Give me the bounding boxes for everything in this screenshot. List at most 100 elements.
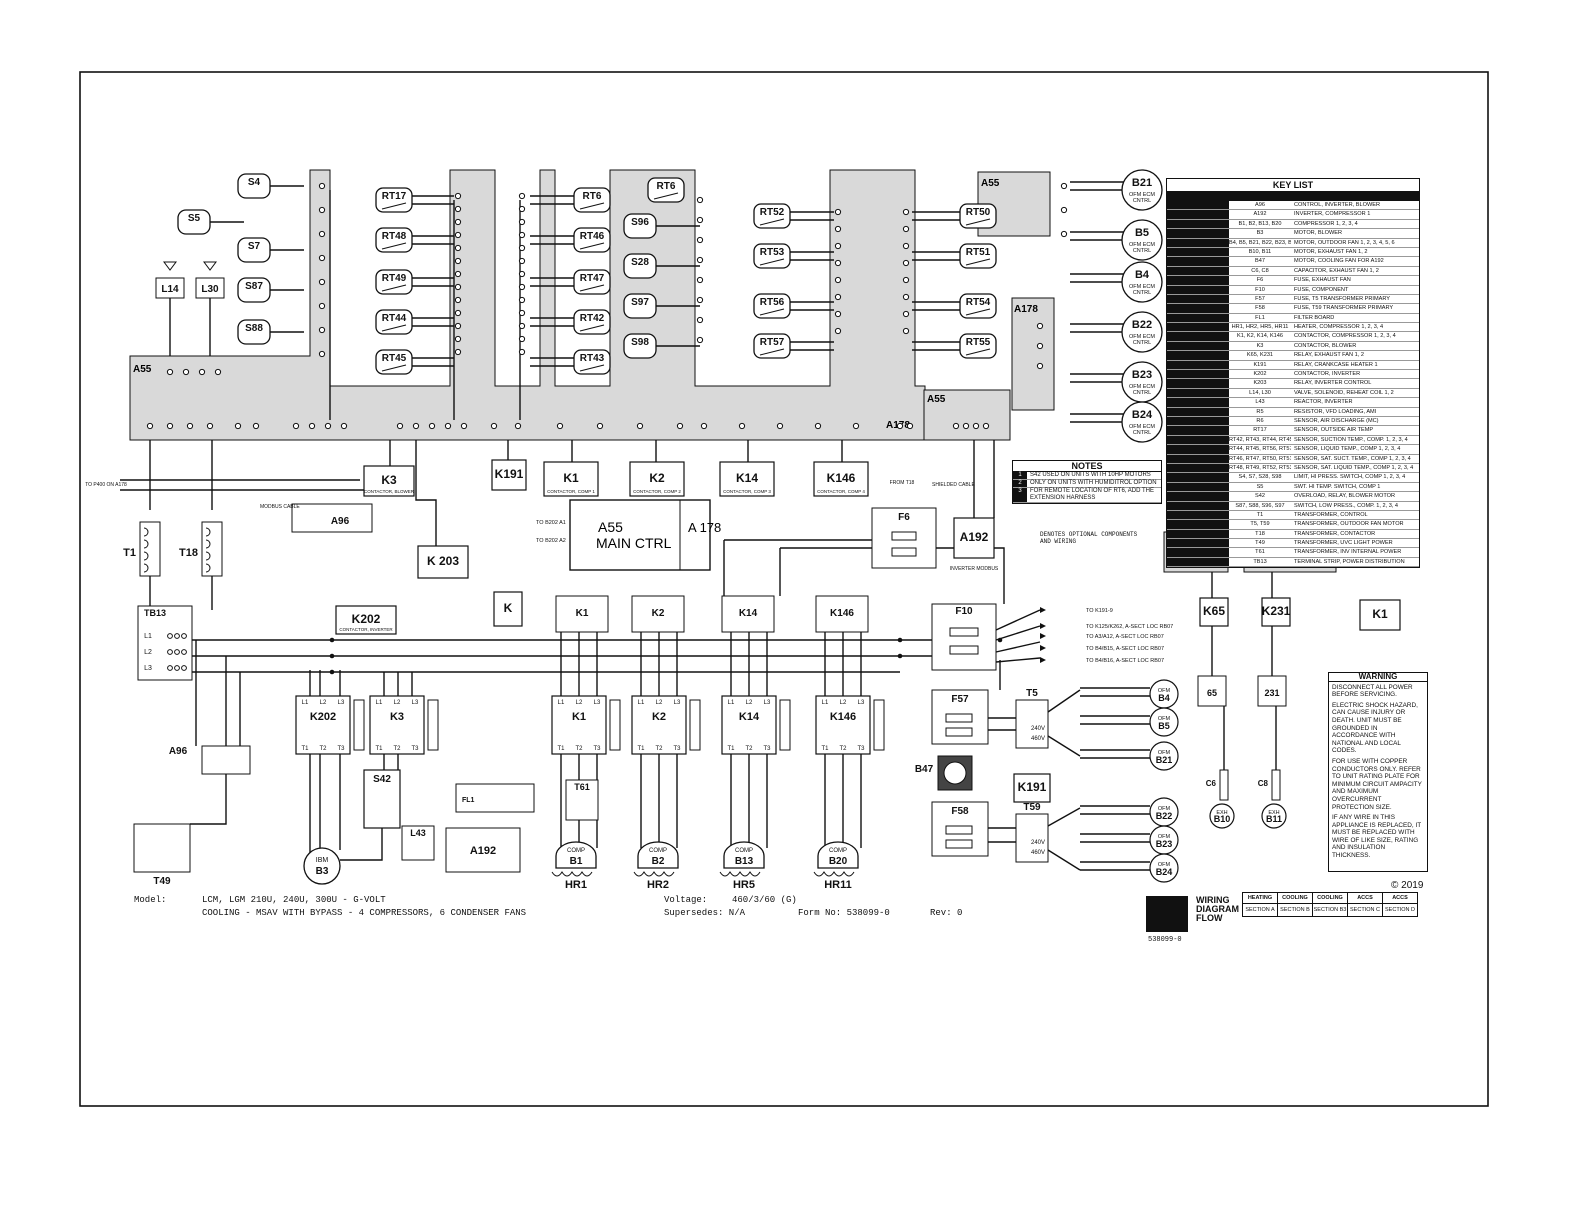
flow-title: WIRING DIAGRAM FLOW [1196, 895, 1239, 923]
switch-label: S87 [245, 281, 263, 292]
arrow-icon [1040, 623, 1046, 629]
key-list-desc: COMPRESSOR 1, 2, 3, 4 [1294, 220, 1358, 227]
flow-section: SECTION A [1245, 907, 1275, 913]
contactor-k202 [295, 695, 351, 755]
flow-section: SECTION D [1385, 907, 1415, 913]
tb13-line: L1 [144, 633, 152, 640]
pole: L3 [764, 700, 771, 706]
main-ctrl-a178: A 178 [688, 520, 721, 535]
key-list-desc: CONTACTOR, BLOWER [1294, 342, 1357, 349]
thermistor-icon [965, 218, 991, 226]
fan-motor-b22 [1121, 311, 1163, 353]
sensor-label: RT44 [382, 313, 407, 324]
key-list-shaded [1167, 388, 1229, 398]
terminal [234, 422, 242, 430]
a96-lower [201, 745, 251, 775]
coil-k14 [719, 461, 775, 497]
coil-name: K191 [1018, 780, 1047, 794]
key-list-desc: MOTOR, COOLING FAN FOR A192 [1294, 258, 1384, 265]
coil-name: K3 [381, 473, 397, 487]
key-list-shaded [1167, 304, 1229, 313]
inverter-modbus [953, 517, 995, 559]
terminal [454, 348, 462, 356]
contactor-k1 [551, 695, 607, 755]
transformer-t61 [565, 779, 599, 821]
winding [143, 551, 149, 561]
compressor-label: B13 [735, 856, 754, 867]
compressor-b2 [637, 841, 679, 869]
warning-box: WARNING DISCONNECT ALL POWER BEFORE SERV… [1328, 672, 1428, 872]
fan-sublabel: CNTRL [1133, 340, 1151, 346]
pole: L2 [840, 700, 847, 706]
overload-s42 [363, 769, 401, 829]
switch-label: S5 [188, 213, 201, 224]
warning-text-4: IF ANY WIRE IN THIS APPLIANCE IS REPLACE… [1332, 814, 1422, 860]
contactor-top-label: K1 [576, 608, 589, 619]
terminal [902, 225, 910, 233]
coil-name: K65 [1203, 604, 1225, 618]
model-label: Model: [134, 895, 167, 905]
pole: T1 [375, 746, 383, 752]
note-number: 1 [1013, 472, 1027, 479]
key-list-desc: MOTOR, BLOWER [1294, 230, 1343, 237]
exh-label: B11 [1266, 814, 1282, 824]
key-list-key: T61 [1255, 549, 1265, 556]
terminal [834, 293, 842, 301]
pole: L2 [576, 700, 583, 706]
terminal [596, 422, 604, 430]
terminal [181, 633, 187, 639]
transformer-low-label: T59 [1023, 802, 1041, 813]
thermistor-icon [759, 218, 785, 226]
coil-k2 [629, 461, 685, 497]
terminal [834, 276, 842, 284]
contactor-top-k146 [815, 595, 869, 633]
fuse-icon [945, 825, 973, 835]
valve-icon [163, 261, 177, 271]
sensor-rt46 [573, 227, 611, 253]
winding [205, 563, 211, 573]
relay-k203 [417, 545, 469, 579]
winding [143, 527, 149, 537]
key-list-key: B47 [1255, 258, 1265, 265]
switch-s96 [623, 213, 657, 239]
solenoid-coil [155, 277, 185, 299]
supersedes: Supersedes: N/A [664, 908, 746, 918]
sensor-label: RT56 [760, 297, 785, 308]
key-list-key: A192 [1253, 211, 1267, 218]
key-list-shaded [1167, 529, 1229, 539]
sensor-rt51 [959, 243, 997, 269]
terminal [318, 278, 326, 286]
coil-sub: CONTACTOR, BLOWER [364, 489, 415, 494]
wire [1047, 689, 1081, 713]
switch-s98 [623, 333, 657, 359]
l43-label: L43 [410, 828, 426, 838]
key-list-key: F58 [1255, 305, 1265, 312]
contactor-k3 [369, 695, 425, 755]
terminal [696, 296, 704, 304]
arrow-icon [1040, 645, 1046, 651]
coil-k146 [813, 461, 869, 497]
key-list-key: S42 [1255, 493, 1265, 500]
key-list-key: S5 [1256, 483, 1264, 490]
exh-sub: EXH [1268, 810, 1279, 816]
terminal [454, 231, 462, 239]
transformer-low-label: T5 [1026, 688, 1038, 699]
terminal [167, 633, 173, 639]
key-list-desc: VALVE, SOLENOID, REHEAT COIL 1, 2 [1294, 389, 1394, 396]
key-list-desc: CONTACTOR, COMPRESSOR 1, 2, 3, 4 [1294, 333, 1396, 340]
key-list-desc: CONTACTOR, INVERTER [1294, 371, 1361, 378]
pole: T1 [727, 746, 735, 752]
key-list-desc: RELAY, EXHAUST FAN 1, 2 [1294, 352, 1364, 359]
key-list-desc: TRANSFORMER, UVC LIGHT POWER [1294, 540, 1393, 547]
terminal [181, 649, 187, 655]
a55-main-board: A55 [129, 169, 926, 441]
pole: T3 [857, 746, 865, 752]
volt-label: 460V [1031, 736, 1045, 742]
coil-name: K14 [736, 471, 758, 485]
fan-sublabel: OFM ECM [1129, 334, 1155, 340]
fan-sublabel: CNTRL [1133, 390, 1151, 396]
key-list-desc: FUSE, EXHAUST FAN [1294, 277, 1351, 284]
